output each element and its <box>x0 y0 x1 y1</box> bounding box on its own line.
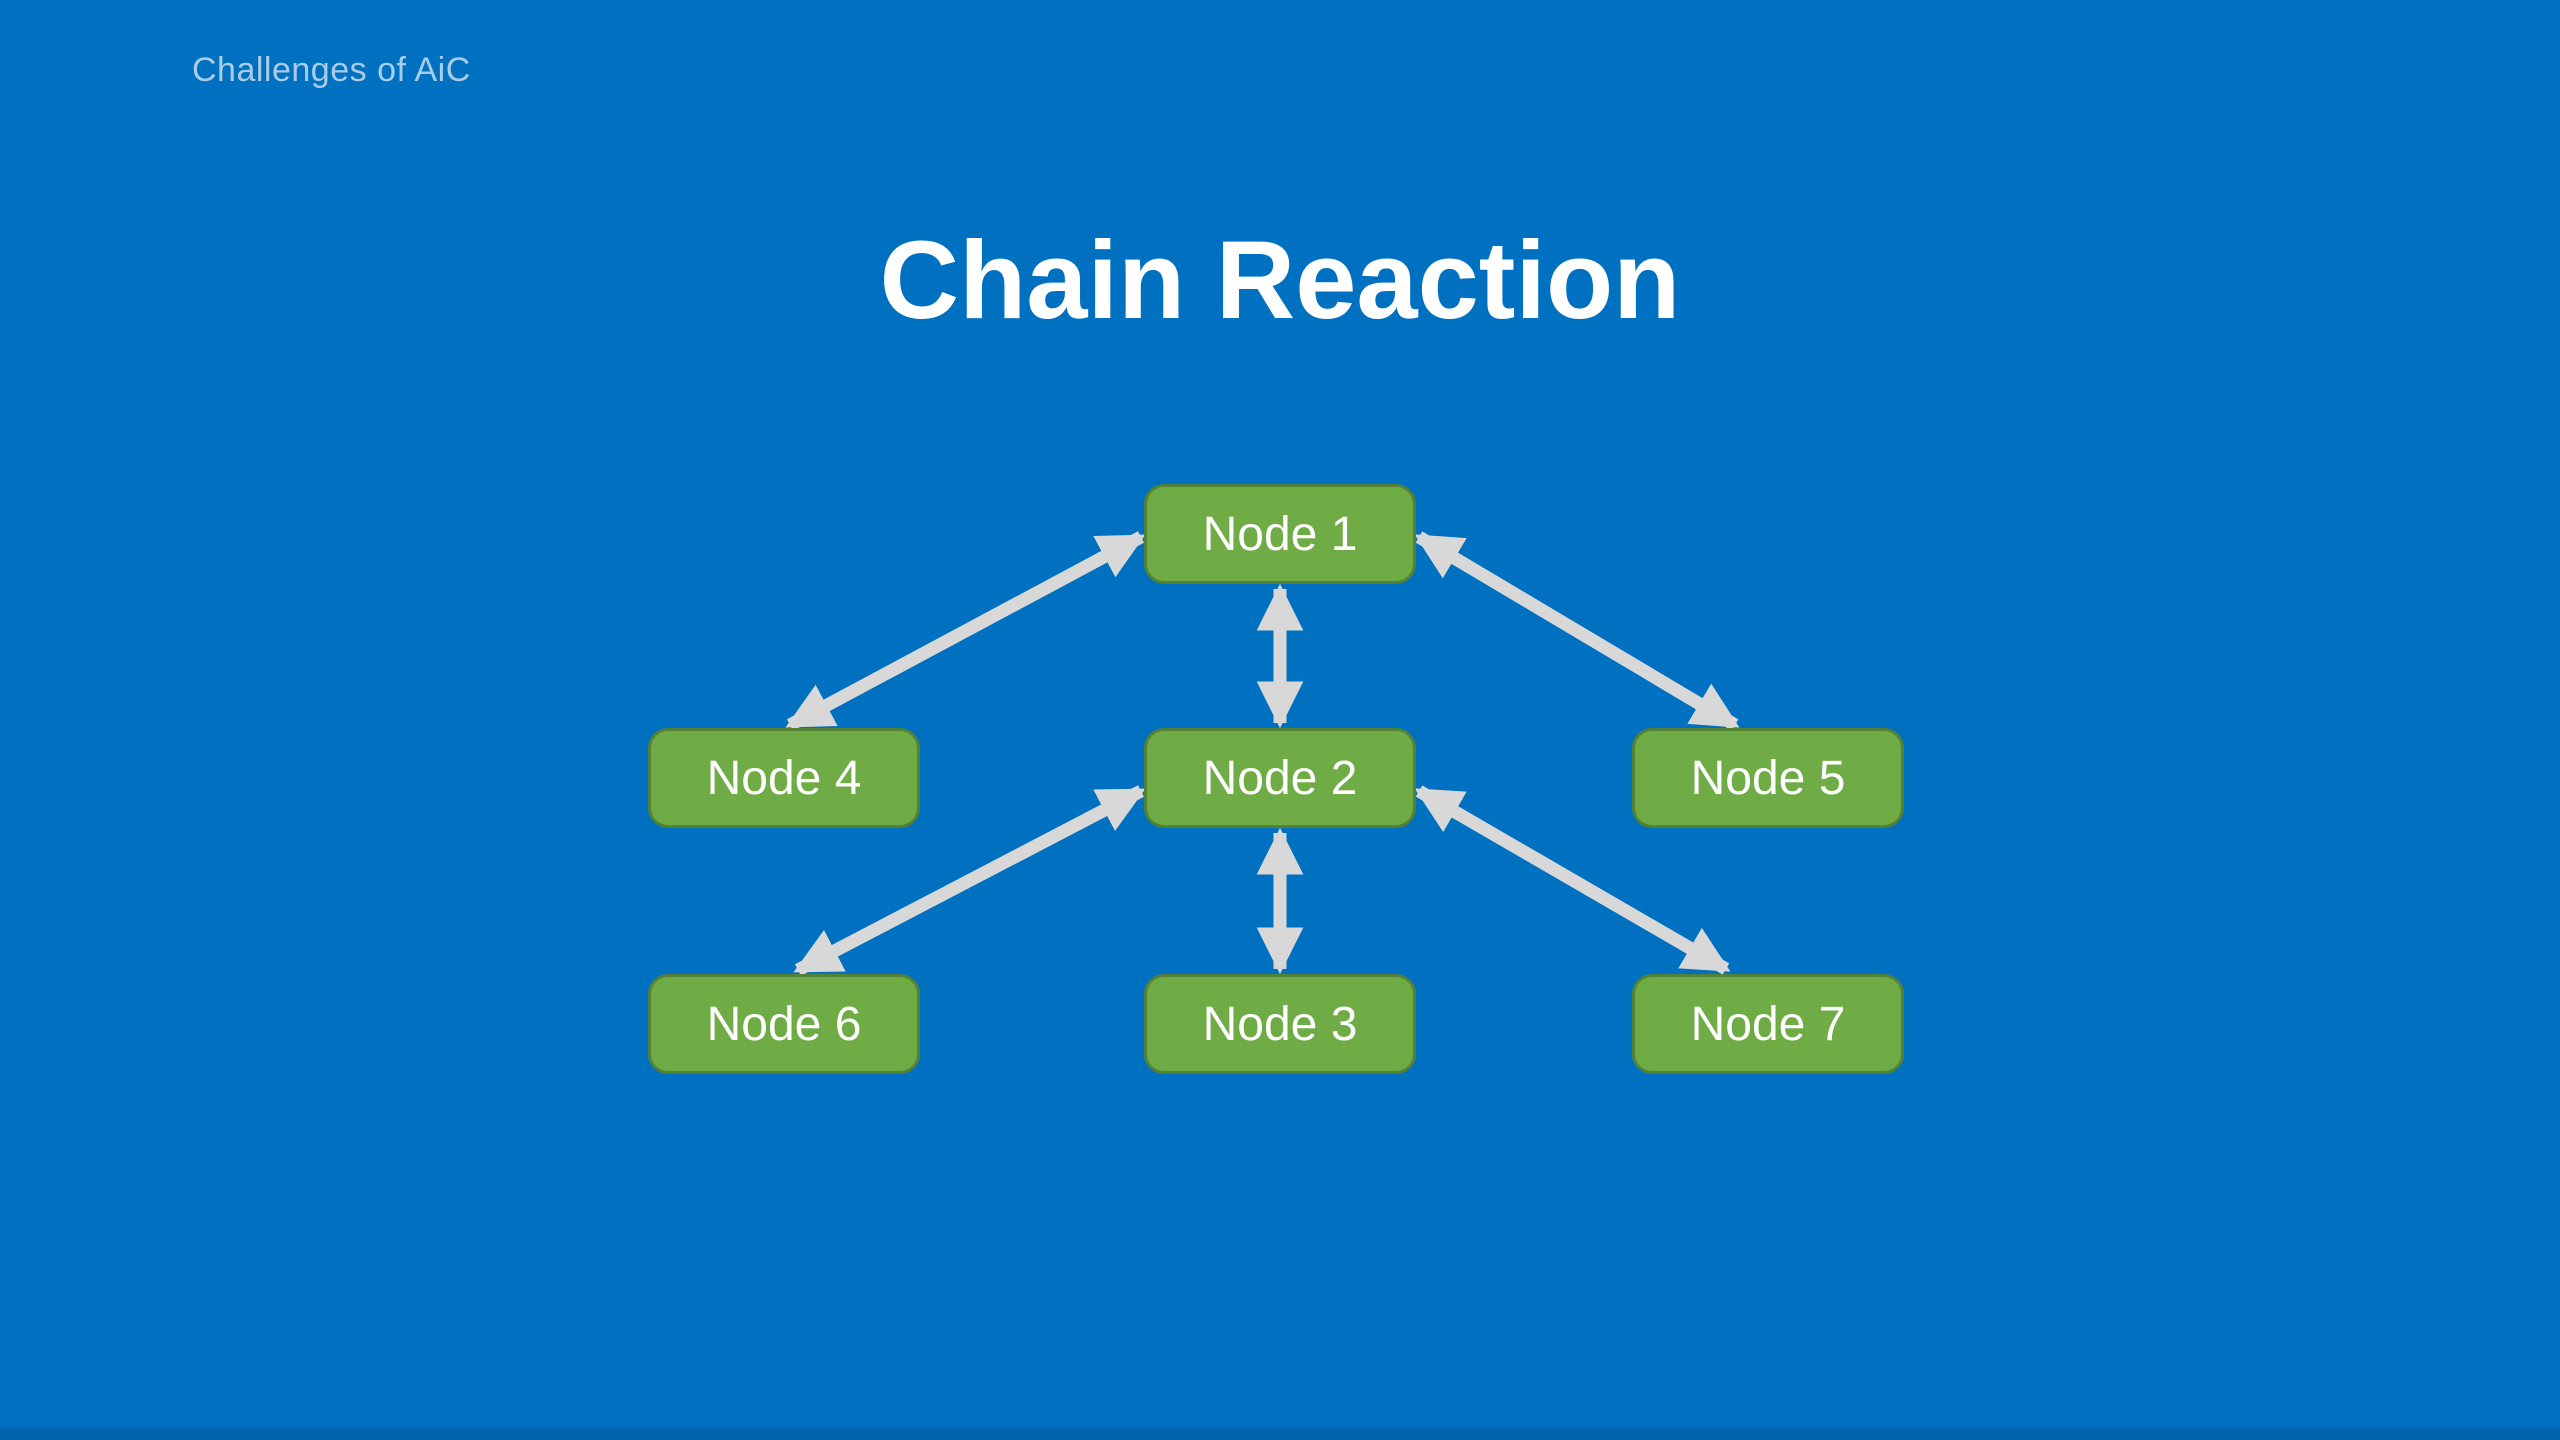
diagram-node-4: Node 4 <box>648 728 920 828</box>
diagram-node-7: Node 7 <box>1632 974 1904 1074</box>
slide-header-label: Challenges of AiC <box>192 51 471 89</box>
diagram-node-2: Node 2 <box>1144 728 1416 828</box>
edge-node-2-to-node-6 <box>793 785 1146 976</box>
diagram-node-5: Node 5 <box>1632 728 1904 828</box>
edge-node-1-to-node-5 <box>1414 531 1740 731</box>
diagram-node-1: Node 1 <box>1144 484 1416 584</box>
diagram-node-6: Node 6 <box>648 974 920 1074</box>
bottom-edge-artifact <box>0 1427 2560 1440</box>
diagram-node-3: Node 3 <box>1144 974 1416 1074</box>
edge-node-2-to-node-7 <box>1414 785 1731 975</box>
edge-node-1-to-node-4 <box>785 531 1146 731</box>
slide-title: Chain Reaction <box>879 218 1681 342</box>
